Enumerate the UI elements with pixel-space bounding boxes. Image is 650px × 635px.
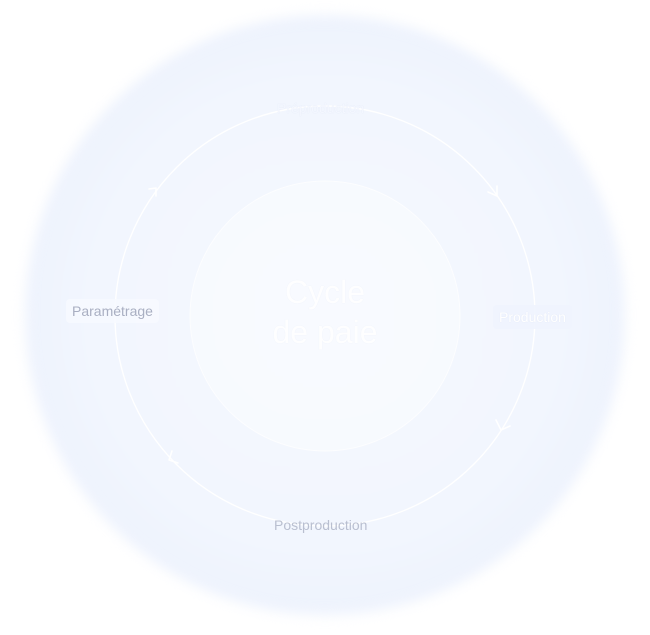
arrow-production-to-postproduction-icon	[495, 419, 511, 431]
stage-production[interactable]: Production	[493, 305, 572, 329]
arrow-parametrage-to-preproduction-icon	[148, 187, 157, 197]
inner-circle	[189, 180, 461, 452]
stage-preproduction[interactable]: Préproduction	[277, 100, 365, 116]
center-title: Cycle de paie	[200, 272, 450, 352]
center-title-line2: de paie	[272, 314, 378, 350]
arrow-preproduction-to-production-icon	[487, 185, 498, 197]
stage-postproduction[interactable]: Postproduction	[274, 517, 368, 533]
arrow-postproduction-to-parametrage-icon	[168, 450, 179, 464]
stage-parametrage[interactable]: Paramétrage	[66, 299, 159, 323]
center-title-line1: Cycle	[284, 274, 365, 310]
